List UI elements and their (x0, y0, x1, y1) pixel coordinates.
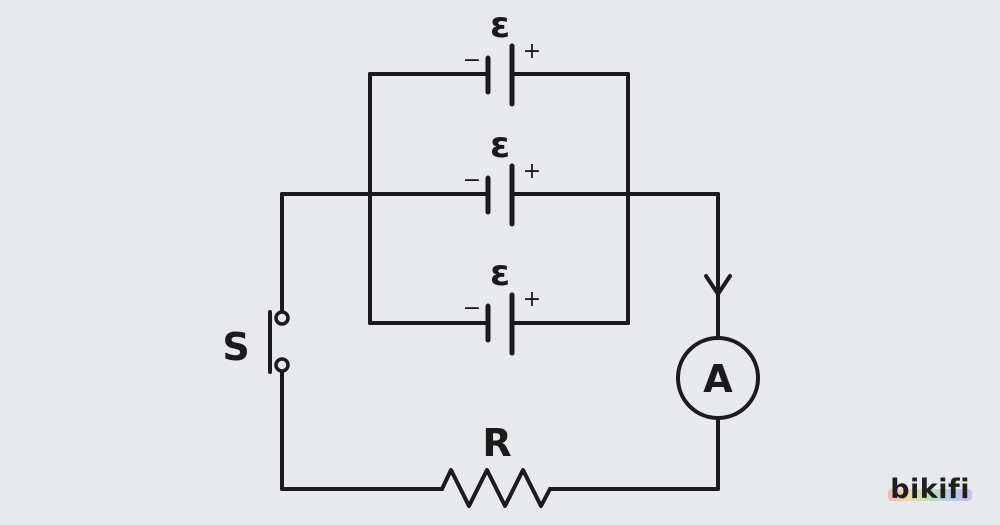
battery-2-minus: − (463, 168, 481, 193)
brand-logo: bikifi (888, 474, 972, 505)
brand-logo-text: bikifi (890, 474, 970, 505)
resistor (440, 468, 552, 508)
battery-3-plus: + (523, 287, 541, 312)
battery-3-minus: − (463, 296, 481, 321)
battery-3-label: ε (490, 253, 510, 294)
ammeter-label: A (703, 357, 733, 401)
battery-2 (485, 163, 515, 227)
battery-2-plus: + (523, 159, 541, 184)
battery-1-label: ε (490, 5, 510, 46)
switch-contact-bottom (274, 357, 290, 373)
battery-2-label: ε (490, 125, 510, 166)
switch (268, 310, 290, 374)
battery-3 (485, 292, 515, 356)
switch-contact-top (274, 310, 290, 326)
brand-logo-highlight (888, 489, 972, 501)
current-direction-arrow (704, 274, 732, 296)
battery-1 (485, 43, 515, 107)
battery-1-plus: + (523, 39, 541, 64)
battery-1-minus: − (463, 48, 481, 73)
switch-label: S (222, 325, 249, 369)
resistor-label: R (482, 421, 511, 465)
